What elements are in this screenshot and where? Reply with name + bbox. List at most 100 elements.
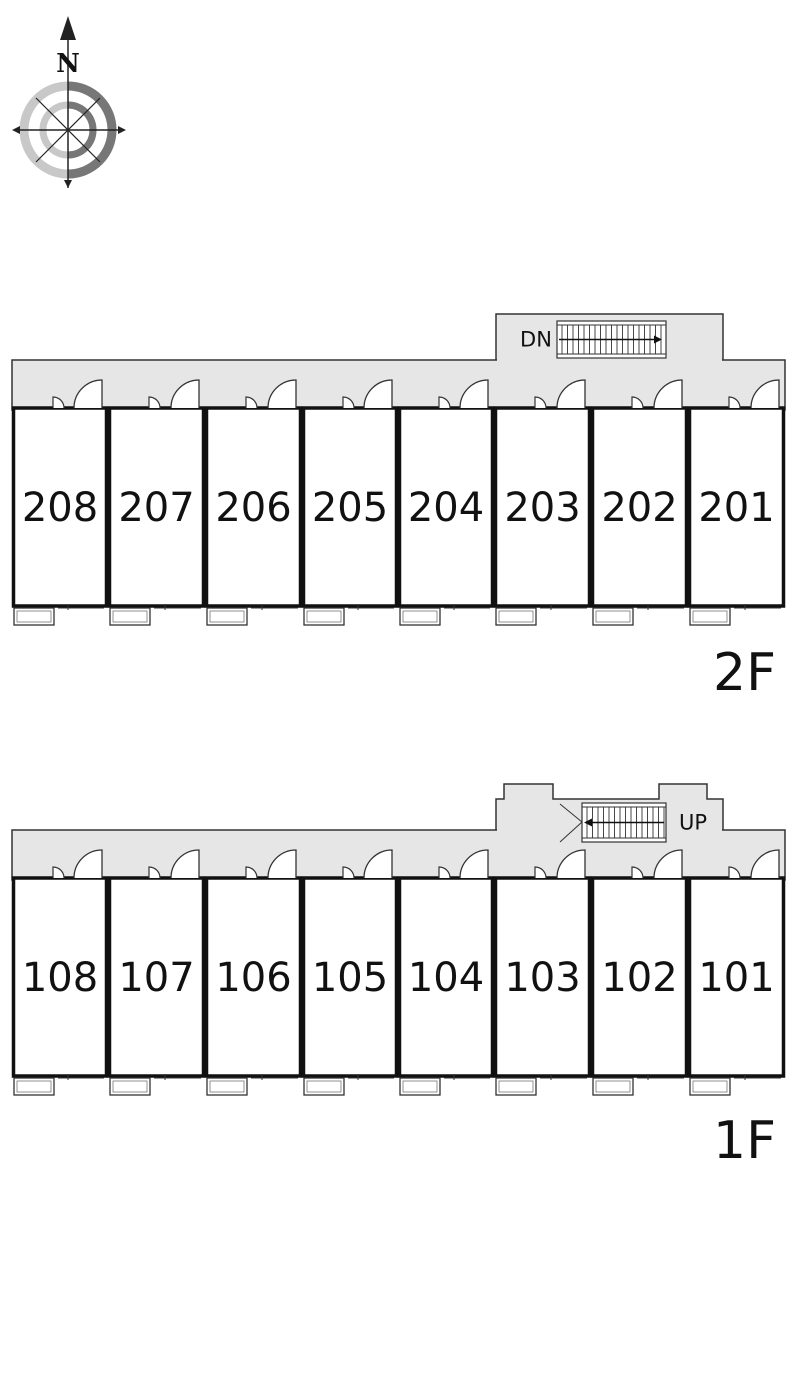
unit-207: 207 [107,379,206,626]
staircase [556,320,667,359]
entrance-door [556,849,586,879]
ac-unit-inner [306,610,342,623]
unit-walls [204,876,303,1078]
unit-number: 108 [22,955,98,1001]
unit-walls [301,876,399,1078]
unit-number: 205 [312,485,388,531]
ac-unit-inner [112,610,148,623]
entrance-door [459,849,489,879]
unit-203: 203 [493,379,592,626]
unit-number: 101 [698,955,774,1001]
ac-unit-inner [306,1080,342,1093]
service-hatch [438,396,451,409]
entrance-door [170,849,200,879]
ac-unit-inner [209,1080,245,1093]
unit-204: 204 [397,379,495,626]
unit-103: 103 [493,849,592,1096]
unit-number: 105 [312,955,388,1001]
unit-number: 207 [118,485,194,531]
ac-unit-inner [112,1080,148,1093]
unit-walls [11,406,109,608]
ac-unit-inner [209,610,245,623]
ac-unit [13,1077,55,1096]
unit-walls [590,876,689,1078]
ac-unit [689,1077,731,1096]
unit-106: 106 [204,849,303,1096]
compass-north-label: N [56,49,80,79]
ac-unit [592,1077,634,1096]
unit-108: 108 [11,849,109,1096]
unit-walls [493,876,592,1078]
entrance-door [653,849,683,879]
unit-walls [11,876,109,1078]
unit-number: 102 [601,955,677,1001]
unit-walls [687,406,786,608]
unit-107: 107 [107,849,206,1096]
service-hatch [342,396,355,409]
unit-number: 106 [215,955,291,1001]
entrance-door [170,379,200,409]
unit-walls [687,876,786,1078]
ac-unit-inner [595,1080,631,1093]
unit-105: 105 [301,849,399,1096]
entrance-door [750,849,780,879]
floor-label: 2F [713,643,776,703]
entrance-door [73,849,103,879]
unit-208: 208 [11,379,109,626]
entrance-door [653,379,683,409]
ac-unit [399,607,441,626]
ac-unit-inner [16,610,52,623]
ac-unit [206,1077,248,1096]
compass-rose-icon [12,16,126,188]
ac-unit [303,607,345,626]
unit-number: 204 [408,485,484,531]
service-hatch [245,866,258,879]
unit-walls [397,406,495,608]
unit-205: 205 [301,379,399,626]
ac-unit [495,1077,537,1096]
service-hatch [148,866,161,879]
ac-unit [206,607,248,626]
entrance-door [267,849,297,879]
entrance-door [750,379,780,409]
unit-number: 202 [601,485,677,531]
service-hatch [631,866,644,879]
ac-unit-inner [498,1080,534,1093]
unit-number: 103 [504,955,580,1001]
stair-arrow-head [654,335,662,344]
unit-number: 104 [408,955,484,1001]
ac-unit [592,607,634,626]
ac-unit [109,607,151,626]
service-hatch [728,396,741,409]
unit-number: 208 [22,485,98,531]
ac-unit-inner [498,610,534,623]
stair-label: DN [520,328,552,352]
unit-101: 101 [687,849,786,1096]
ac-unit [109,1077,151,1096]
ac-unit-inner [692,610,728,623]
ac-unit-inner [402,610,438,623]
stair-landing-turn [559,803,583,843]
ac-unit-inner [595,610,631,623]
unit-202: 202 [590,379,689,626]
staircase [559,802,667,843]
service-hatch [534,396,547,409]
entrance-door [267,379,297,409]
entrance-door [73,379,103,409]
stair-arrow-head [584,818,592,827]
entrance-door [363,849,393,879]
service-hatch [438,866,451,879]
unit-walls [590,406,689,608]
unit-201: 201 [687,379,786,626]
ac-unit [495,607,537,626]
unit-206: 206 [204,379,303,626]
unit-number: 107 [118,955,194,1001]
service-hatch [631,396,644,409]
service-hatch [534,866,547,879]
entrance-door [556,379,586,409]
service-hatch [342,866,355,879]
unit-walls [397,876,495,1078]
